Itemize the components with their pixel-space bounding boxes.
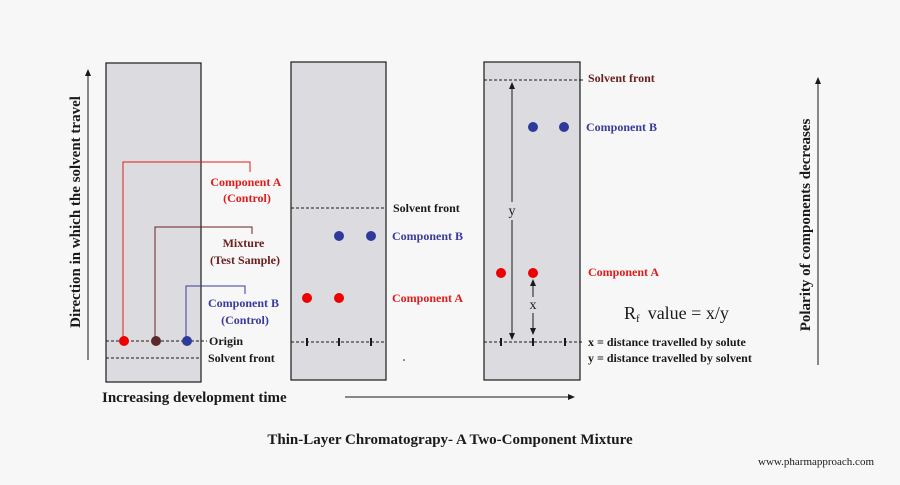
plate-2-component-a-label: Component A: [392, 291, 463, 305]
plate-3-spot-a-mixture: [528, 268, 538, 278]
plate-1-solvent-front-label: Solvent front: [208, 351, 275, 365]
y-distance-label: y: [509, 204, 516, 219]
plate-2-spot-a-mixture: [334, 293, 344, 303]
component-b-leader: [185, 285, 246, 341]
plate-1-origin-label: Origin: [209, 334, 243, 348]
stray-dot: [403, 359, 405, 361]
plate-2-component-b-label: Component B: [392, 229, 463, 243]
plate-1: [105, 62, 202, 383]
rf-x-definition: x = distance travelled by solute: [588, 335, 747, 349]
plate-1-component-a-label: Component A (Control): [210, 175, 283, 205]
plate-2-spot-a-control: [302, 293, 312, 303]
plate-1-mixture-label: Mixture (Test Sample): [210, 236, 280, 267]
plate-3-spot-a-control: [496, 268, 506, 278]
plate-3-solvent-front-label: Solvent front: [588, 71, 655, 85]
plate-1-spot-component-b: [182, 336, 192, 346]
x-distance-label: x: [530, 298, 537, 313]
component-a-leader: [122, 161, 251, 341]
plate-1-spot-component-a: [119, 336, 129, 346]
watermark: www.pharmapproach.com: [758, 456, 874, 468]
plate-3: [483, 61, 581, 381]
plate-1-component-b-label: Component B (Control): [208, 296, 282, 327]
plate-3-spot-b-mixture: [528, 122, 538, 132]
plate-2-spot-b-mixture: [334, 231, 344, 241]
bottom-axis-label: Increasing development time: [102, 390, 287, 406]
plate-3-component-b-label: Component B: [586, 120, 657, 134]
left-axis-label: Direction in which the solvent travel: [68, 96, 84, 328]
plate-1-spot-mixture: [151, 336, 161, 346]
plate-3-spot-b-control: [559, 122, 569, 132]
right-axis-label: Polarity of components decreases: [798, 119, 814, 332]
plate-2: [290, 61, 387, 381]
diagram-title: Thin-Layer Chromatograpy- A Two-Componen…: [267, 432, 633, 448]
plate-3-component-a-label: Component A: [588, 265, 659, 279]
mixture-leader: [154, 226, 253, 341]
plate-2-spot-b-control: [366, 231, 376, 241]
plate-2-solvent-front-label: Solvent front: [393, 201, 460, 215]
rf-y-definition: y = distance travelled by solvent: [588, 351, 752, 365]
